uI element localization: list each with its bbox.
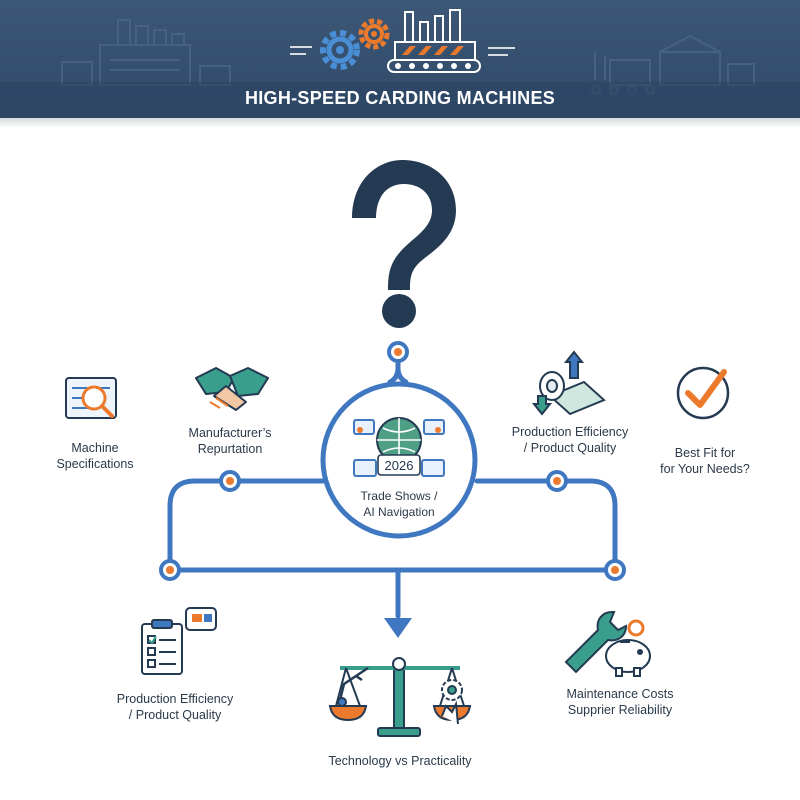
gear-icon (320, 30, 360, 70)
page-title: HIGH-SPEED CARDING MACHINES (244, 88, 556, 108)
carding-machine-icon (387, 9, 481, 73)
factory-skyline-illustration (0, 9, 800, 118)
gear-icon-small (358, 18, 390, 50)
label-production-top: Production Efficiency / Product Quality (495, 424, 645, 456)
handshake-icon (195, 367, 269, 411)
label-technology: Technology vs Practicality (310, 753, 490, 769)
year-badge (377, 454, 421, 476)
label-line: Production Efficiency (511, 425, 629, 439)
label-line: Supprier Reliability (567, 703, 673, 717)
label-maintenance: Maintenance Costs Supprier Reliability (540, 686, 700, 718)
carding-rollers (402, 46, 464, 55)
year-badge-text: 2026 (385, 458, 414, 473)
blueprint-magnifier-icon (65, 377, 117, 419)
label-machine-specs: Machine Specifications (40, 440, 150, 472)
wrench-piggybank-icon (564, 611, 651, 677)
label-line: Machine (71, 441, 119, 455)
fabric-roll-icon (531, 350, 606, 416)
label-line: / Product Quality (523, 441, 617, 455)
label-line: Best Fit for (674, 446, 736, 460)
label-line: Manufacturer’s (188, 426, 272, 440)
label-line: / Product Quality (128, 708, 222, 722)
checkmark-circle-icon (676, 366, 730, 420)
label-line: Maintenance Costs (566, 687, 674, 701)
banner-shadow (0, 118, 800, 128)
header-banner: HIGH-SPEED CARDING MACHINES (0, 0, 800, 118)
connector-lines (167, 350, 618, 619)
label-production-bottom: Production Efficiency / Product Quality (100, 691, 250, 723)
label-manufacturer: Manufacturer’s Repurtation (170, 425, 290, 457)
globe-network-icon (353, 417, 445, 477)
down-arrow-icon (384, 618, 412, 638)
label-best-fit: Best Fit for for Your Needs? (650, 445, 760, 477)
question-mark-icon (352, 160, 456, 328)
checklist-clipboard-icon (141, 607, 217, 675)
label-line: Specifications (56, 457, 134, 471)
label-line: Technology vs Practicality (328, 754, 472, 768)
center-label-line1: Trade Shows / (361, 489, 439, 503)
balance-scale-icon (328, 657, 472, 737)
label-line: Repurtation (197, 442, 263, 456)
label-line: for Your Needs? (660, 462, 750, 476)
center-label-line2: AI Navigation (363, 505, 434, 519)
label-line: Production Efficiency (116, 692, 234, 706)
junction-dots (159, 341, 626, 581)
